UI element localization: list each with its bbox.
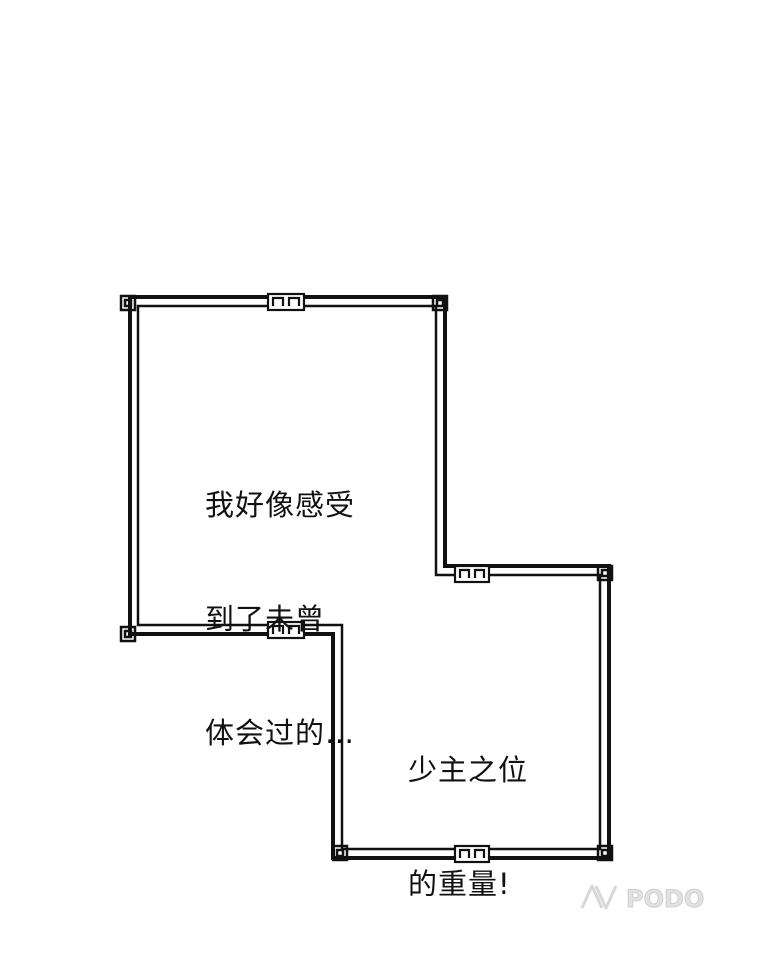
narration-caption-2: 少主之位 的重量! [408, 675, 528, 979]
frame-outer-line [128, 295, 611, 860]
fret-ornament-icon [119, 625, 137, 643]
frame-inner-line [136, 304, 602, 851]
ornate-frame [119, 292, 614, 864]
caption-line: 体会过的… [205, 716, 356, 750]
caption-line: 到了未曾 [205, 602, 326, 636]
caption-line: 的重量! [408, 867, 511, 901]
scroll-ornament-icon [266, 620, 306, 640]
fret-ornament-icon [119, 294, 137, 312]
caption-line: 我好像感受 [205, 488, 356, 522]
watermark-text: PODO [626, 885, 704, 913]
scroll-ornament-icon [266, 292, 306, 312]
edge-ornaments [266, 292, 491, 864]
podo-watermark-logo: PODO [580, 884, 705, 914]
scroll-ornament-icon [453, 564, 491, 584]
scroll-ornament-icon [453, 844, 491, 864]
fret-ornament-icon [596, 564, 614, 582]
comic-panel: 我好像感受 到了未曾 体会过的… 少主之位 的重量! PODO [119, 292, 705, 914]
fret-ornament-icon [596, 844, 614, 862]
narration-caption-1: 我好像感受 到了未曾 体会过的… [205, 410, 355, 828]
fret-ornament-icon [331, 844, 349, 862]
corner-ornaments [119, 294, 614, 862]
caption-line: 少主之位 [408, 753, 529, 787]
fret-ornament-icon [431, 294, 449, 312]
